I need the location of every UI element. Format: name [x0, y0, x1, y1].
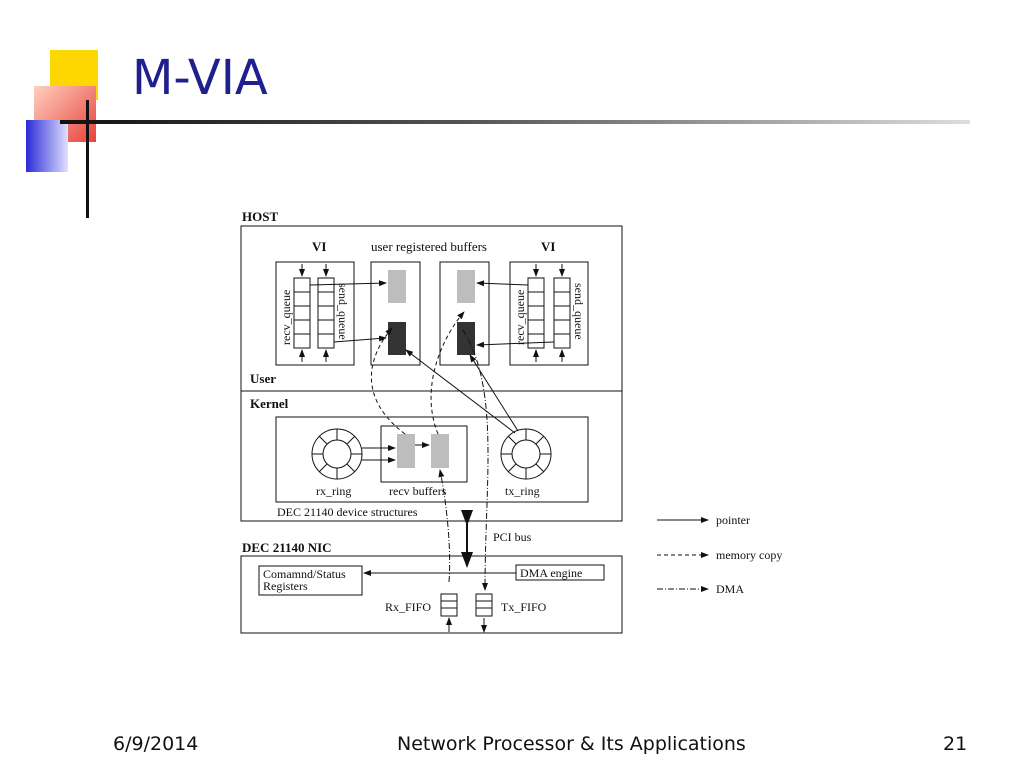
rx-ring-label: rx_ring	[316, 484, 351, 498]
pci-bus-label: PCI bus	[493, 530, 532, 544]
memory-copy-path-right	[430, 311, 465, 435]
pointer-tx-ring-to-right-buffer	[469, 354, 519, 432]
recv-buffers-box	[380, 425, 468, 483]
device-structures-label: DEC 21140 device structures	[277, 505, 418, 519]
send-queue-left-label: send_queue	[336, 283, 350, 340]
vi-left-label: VI	[312, 239, 326, 254]
tx-fifo-label: Tx_FIFO	[501, 600, 547, 614]
rx-fifo-label: Rx_FIFO	[385, 600, 431, 614]
device-structures-box	[275, 416, 589, 503]
recv-buffer-1	[397, 434, 415, 468]
vi-right-label: VI	[541, 239, 555, 254]
send-queue-left-cells	[317, 277, 335, 349]
send-queue-right-label: send_queue	[572, 283, 586, 340]
user-buffers-label: user registered buffers	[371, 239, 487, 254]
recv-buffer-2	[431, 434, 449, 468]
deco-blue-square	[26, 120, 68, 172]
recv-buffers-label: recv buffers	[389, 484, 447, 498]
pointer-recv-right-to-buffer	[476, 280, 529, 287]
nic-box	[240, 555, 623, 634]
user-buffer-right-light	[457, 270, 475, 303]
cmd-status-label-2: Registers	[263, 579, 308, 593]
tx-ring-icon	[500, 428, 552, 480]
host-box	[240, 225, 623, 522]
rx-fifo-icon	[440, 593, 458, 617]
nic-label: DEC 21140 NIC	[242, 540, 332, 555]
user-buffer-left-light	[388, 270, 406, 303]
host-label: HOST	[242, 209, 278, 224]
send-queue-right-cells	[553, 277, 571, 349]
tx-fifo-icon	[475, 593, 493, 617]
legend-pointer-label: pointer	[716, 513, 750, 527]
dma-path-tx	[462, 329, 489, 591]
user-buffers-left-box	[370, 261, 421, 366]
slide-number: 21	[943, 733, 968, 755]
title-underline	[60, 120, 970, 124]
pointer-send-right-to-buffer	[476, 341, 555, 348]
cmd-status-label-1: Comamnd/Status	[263, 567, 346, 581]
footer-date: 6/9/2014	[113, 733, 199, 755]
vi-right-box	[509, 261, 589, 366]
recv-queue-right-label: recv_queue	[513, 290, 527, 345]
footer-center-text: Network Processor & Its Applications	[397, 733, 746, 755]
vi-left-box	[275, 261, 355, 366]
legend-memory-copy-label: memory copy	[716, 548, 782, 562]
user-label: User	[250, 371, 276, 386]
user-buffer-right-dark	[457, 322, 475, 355]
cmd-status-box	[258, 565, 363, 596]
pointer-tx-ring-to-left-buffer	[405, 349, 516, 434]
memory-copy-path-left	[371, 327, 406, 435]
recv-queue-right-cells	[527, 277, 545, 349]
pointer-recv-left-to-buffer	[309, 280, 387, 287]
recv-queue-left-label: recv_queue	[279, 290, 293, 345]
slide-title: M-VIA	[132, 50, 268, 106]
rx-ring-icon	[311, 428, 363, 480]
recv-queue-left-cells	[293, 277, 311, 349]
dma-engine-label: DMA engine	[520, 566, 582, 580]
legend-dma-label: DMA	[716, 582, 744, 596]
tx-ring-label: tx_ring	[505, 484, 540, 498]
pointer-send-left-to-buffer	[333, 335, 387, 343]
user-buffers-right-box	[439, 261, 490, 366]
kernel-label: Kernel	[250, 396, 289, 411]
dma-path-rx	[438, 469, 451, 583]
user-buffer-left-dark	[388, 322, 406, 355]
deco-vertical-line	[86, 100, 89, 218]
